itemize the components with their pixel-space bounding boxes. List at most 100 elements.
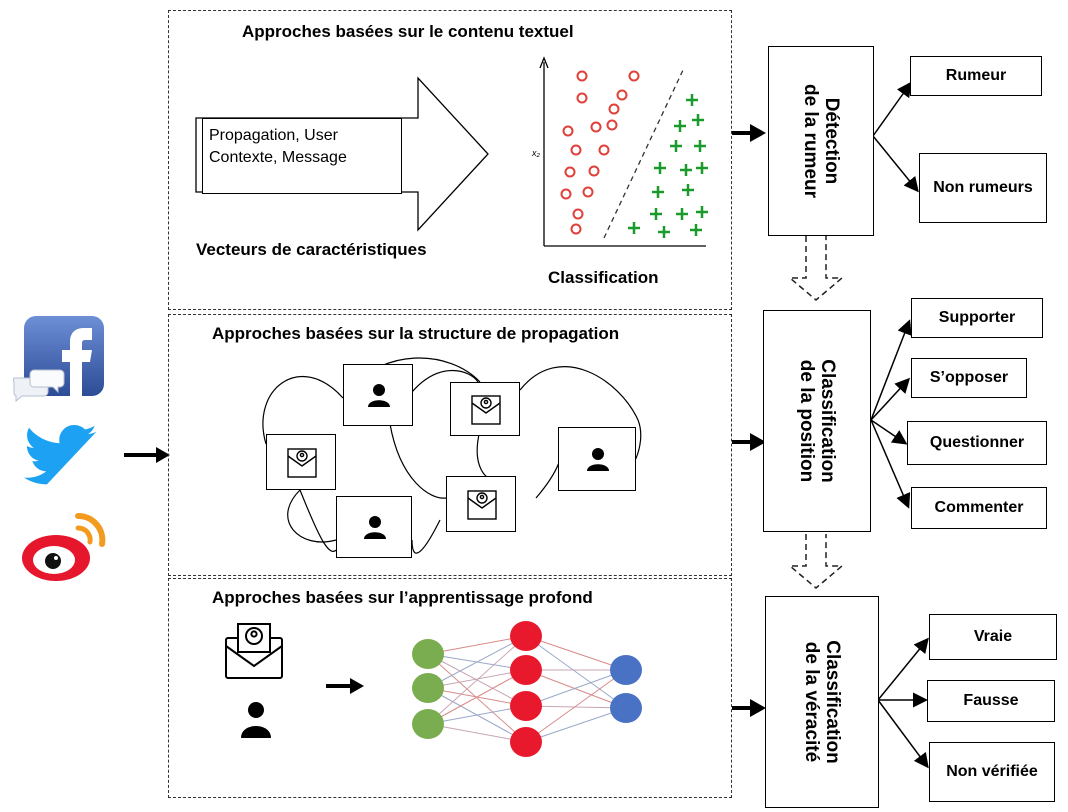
nn-edge	[525, 635, 627, 709]
output-vraie: Vraie	[929, 614, 1057, 660]
graph-node-mail-1	[450, 382, 520, 436]
stage-position-line1: Classification	[817, 359, 838, 483]
mail-icon	[467, 490, 497, 520]
output-non-verifiee: Non vérifiée	[929, 742, 1055, 802]
panel-deep-title: Approches basées sur l’apprentissage pro…	[212, 588, 593, 607]
class-circle-marker	[608, 103, 620, 115]
nn-output-node	[610, 693, 642, 723]
nn-edge	[525, 705, 627, 709]
facebook-icon	[12, 312, 108, 404]
class-plus-marker	[676, 208, 688, 220]
nn-edge	[525, 635, 627, 671]
class-circle-marker	[572, 208, 584, 220]
class-circle-marker	[582, 186, 594, 198]
dashed-arrow-1	[787, 236, 845, 301]
stage-veracity-line2: de la véracité	[801, 641, 822, 763]
deep-mail-icon	[220, 620, 290, 680]
class-plus-marker	[674, 120, 686, 132]
output-fausse: Fausse	[927, 680, 1055, 722]
panel-structure-title: Approches basées sur la structure de pro…	[212, 324, 620, 343]
class-circle-marker	[562, 125, 574, 137]
class-circle-marker	[564, 166, 576, 178]
classification-caption: Classification	[548, 268, 659, 287]
user-icon	[364, 516, 386, 539]
class-plus-marker	[680, 164, 692, 176]
class-circle-marker	[560, 188, 572, 200]
axis-label: x₂	[532, 148, 540, 158]
nn-edge	[427, 635, 527, 689]
class-plus-marker	[696, 206, 708, 218]
class-plus-marker	[628, 222, 640, 234]
class-plus-marker	[690, 224, 702, 236]
class-circle-marker	[598, 144, 610, 156]
class-circle-marker	[588, 165, 600, 177]
graph-node-user-2	[558, 427, 636, 491]
stage-detection-line2: de la rumeur	[800, 83, 821, 199]
output-sopposer: S’opposer	[911, 358, 1027, 398]
graph-node-user-1	[343, 364, 413, 426]
class-circle-marker	[606, 119, 618, 131]
mail-icon	[471, 395, 501, 425]
nn-input-node	[412, 673, 444, 703]
nn-hidden-node	[510, 621, 542, 651]
nn-edge	[525, 669, 627, 707]
feature-line-1: Propagation, User	[209, 127, 338, 144]
user-icon	[368, 384, 390, 407]
class-plus-marker	[682, 184, 694, 196]
graph-node-mail-2	[266, 434, 336, 490]
graph-node-mail-3	[446, 476, 516, 532]
output-non-rumeurs: Non rumeurs	[919, 153, 1047, 223]
mail-icon	[287, 448, 317, 478]
panel-text-title: Approches basées sur le contenu textuel	[242, 22, 574, 41]
panel-text-content	[168, 10, 732, 310]
nn-hidden-node	[510, 727, 542, 757]
panel-structure	[168, 314, 732, 576]
class-circle-marker	[616, 89, 628, 101]
nn-edge	[427, 723, 527, 743]
nn-edge	[427, 669, 527, 689]
nn-edge	[525, 669, 627, 709]
stage-veracity-line1: Classification	[822, 640, 843, 764]
feature-caption: Vecteurs de caractéristiques	[196, 240, 427, 259]
nn-edge	[427, 653, 527, 743]
output-commenter: Commenter	[911, 487, 1047, 529]
weibo-icon	[20, 510, 106, 584]
twitter-icon	[22, 424, 97, 486]
deep-user-icon	[238, 700, 274, 740]
nn-input-node	[412, 639, 444, 669]
nn-edge	[427, 669, 527, 725]
output-supporter: Supporter	[911, 298, 1043, 338]
nn-edge	[427, 635, 527, 725]
class-circle-marker	[590, 121, 602, 133]
class-plus-marker	[650, 208, 662, 220]
class-circle-marker	[576, 70, 588, 82]
graph-node-user-3	[336, 496, 412, 558]
nn-edge	[525, 707, 627, 743]
feature-line-2: Contexte, Message	[209, 149, 347, 166]
panel-deep-learning	[168, 578, 732, 798]
output-questionner: Questionner	[907, 421, 1047, 465]
class-circle-marker	[576, 92, 588, 104]
nn-edge	[525, 669, 627, 743]
class-circle-marker	[570, 223, 582, 235]
class-circle-marker	[570, 144, 582, 156]
class-plus-marker	[692, 114, 704, 126]
stage-position-line2: de la position	[796, 359, 817, 483]
class-plus-marker	[696, 162, 708, 174]
feature-box: Propagation, User Contexte, Message	[202, 118, 402, 194]
nn-edge	[427, 635, 527, 655]
class-plus-marker	[654, 162, 666, 174]
nn-output-node	[610, 655, 642, 685]
class-plus-marker	[670, 140, 682, 152]
class-circle-marker	[628, 70, 640, 82]
class-plus-marker	[686, 94, 698, 106]
class-plus-marker	[694, 140, 706, 152]
nn-input-node	[412, 709, 444, 739]
user-icon	[587, 448, 609, 471]
